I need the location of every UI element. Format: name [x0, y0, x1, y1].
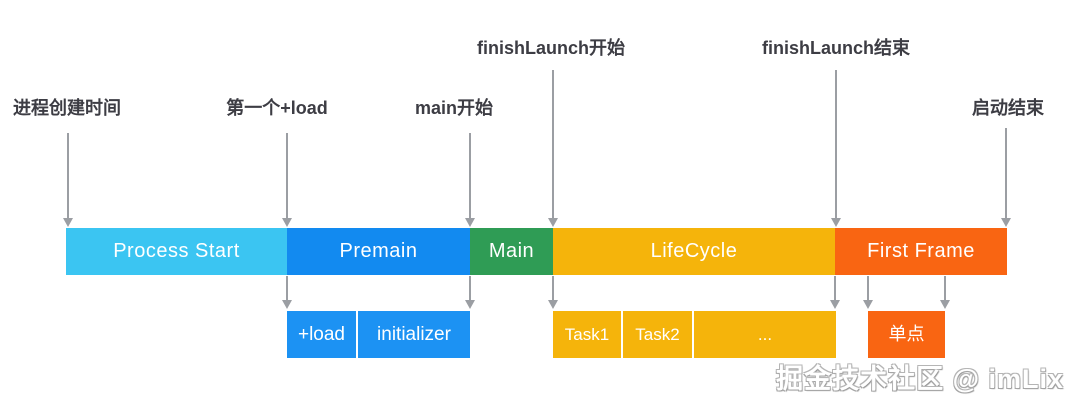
subsegment-task1: Task1: [553, 311, 623, 358]
marker-label-launch-end: 启动结束: [972, 98, 1044, 118]
subsegment-load: +load: [287, 311, 358, 358]
arrowhead-icon: [831, 218, 841, 227]
segment-lifecycle: LifeCycle: [553, 228, 835, 275]
arrow-main-start: [465, 133, 475, 227]
connector-arrow-singlepoint-start: [863, 276, 873, 309]
segment-process-start: Process Start: [66, 228, 287, 275]
marker-label-finishlaunch-start: finishLaunch开始: [477, 38, 625, 58]
marker-label-finishlaunch-end: finishLaunch结束: [762, 38, 910, 58]
arrowhead-icon: [1001, 218, 1011, 227]
marker-label-main-start: main开始: [414, 98, 494, 118]
marker-label-process-created: 进程创建时间: [13, 98, 121, 118]
arrowhead-icon: [63, 218, 73, 227]
arrowhead-icon: [282, 218, 292, 227]
arrow-first-load: [282, 133, 292, 227]
connector-arrow-load-start: [282, 276, 292, 309]
segment-premain: Premain: [287, 228, 470, 275]
arrowhead-icon: [548, 218, 558, 227]
subsegment-single-point: 单点: [868, 311, 945, 358]
connector-arrow-singlepoint-end: [940, 276, 950, 309]
arrowhead-icon: [940, 300, 950, 309]
watermark-text: 掘金技术社区 @ imLix: [776, 364, 1064, 394]
marker-label-first-load: 第一个+load: [226, 98, 328, 118]
arrowhead-icon: [282, 300, 292, 309]
subsegment-initializer: initializer: [358, 311, 470, 358]
segment-main: Main: [470, 228, 553, 275]
arrowhead-icon: [465, 300, 475, 309]
connector-arrow-tasks-end: [830, 276, 840, 309]
arrow-launch-end: [1001, 128, 1011, 227]
arrowhead-icon: [548, 300, 558, 309]
subsegment-more-tasks: ...: [694, 311, 836, 358]
arrowhead-icon: [830, 300, 840, 309]
arrow-finishlaunch-start: [548, 70, 558, 227]
connector-arrow-initializer-end: [465, 276, 475, 309]
arrowhead-icon: [465, 218, 475, 227]
arrowhead-icon: [863, 300, 873, 309]
arrow-process-created: [63, 133, 73, 227]
segment-first-frame: First Frame: [835, 228, 1007, 275]
subsegment-task2: Task2: [623, 311, 694, 358]
arrow-finishlaunch-end: [831, 70, 841, 227]
connector-arrow-tasks-start: [548, 276, 558, 309]
